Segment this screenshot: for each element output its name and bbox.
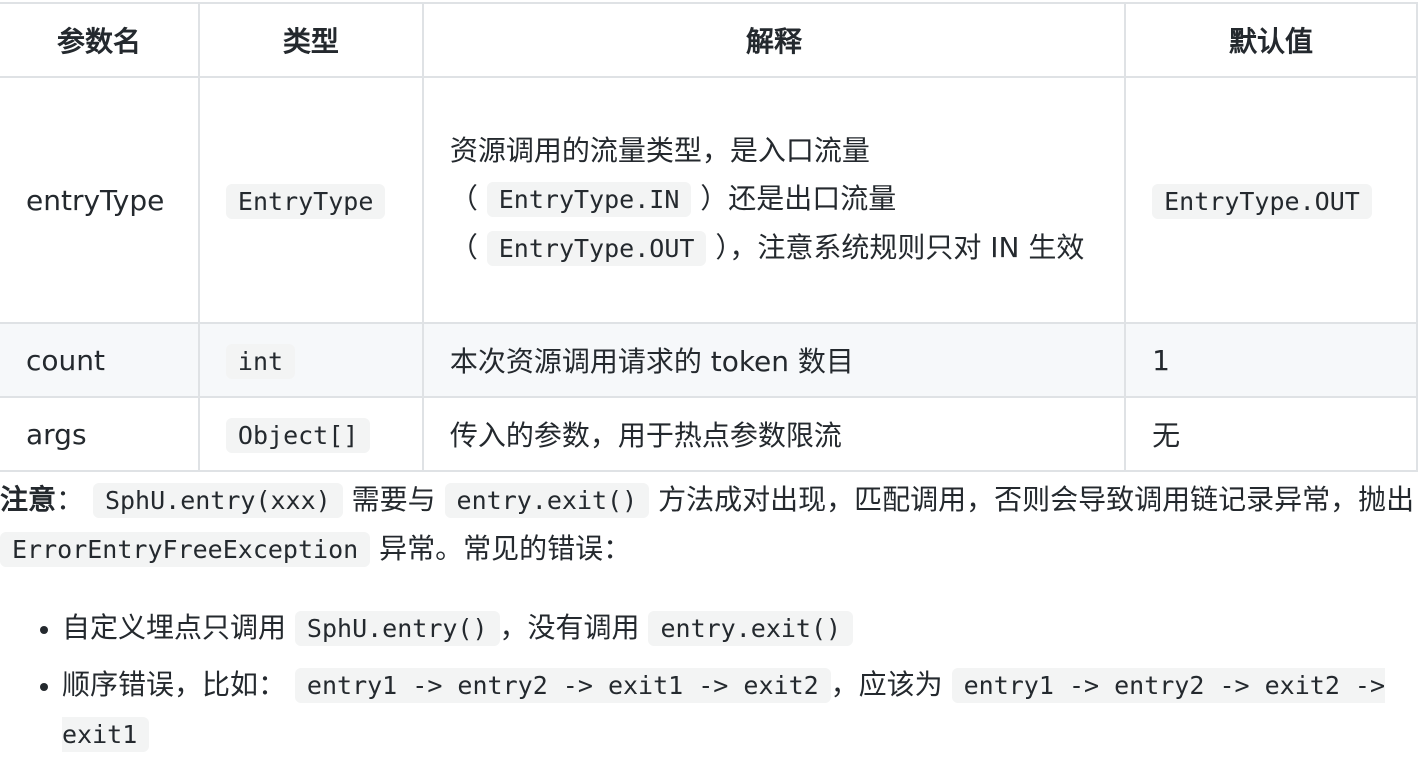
header-default: 默认值 (1124, 2, 1418, 78)
desc-text: ），注意系统规则只对 IN 生效 (715, 231, 1085, 264)
error-text: 自定义埋点只调用 (62, 611, 287, 644)
header-description: 解释 (421, 2, 1127, 78)
params-table: 参数名 类型 解释 默认值 entryType EntryType 资源调用的流… (0, 2, 1418, 472)
note-text: 方法成对出现，匹配调用，否则会导致调用链记录异常，抛出 (658, 483, 1415, 516)
note-label: 注意 (0, 483, 57, 516)
note-text: 异常。常见的错误： (379, 532, 632, 565)
cell-type: EntryType (197, 76, 424, 324)
error-text: ，没有调用 (499, 611, 640, 644)
cell-description: 本次资源调用请求的 token 数目 (421, 322, 1127, 398)
cell-description: 传入的参数，用于热点参数限流 (421, 396, 1127, 472)
note-code-exception: ErrorEntryFreeException (0, 532, 371, 567)
note-code-entry: SphU.entry(xxx) (92, 483, 343, 518)
header-param-name: 参数名 (0, 2, 200, 78)
desc-text: ）还是出口流量 (700, 182, 897, 215)
error-code: entry1 -> entry2 -> exit1 -> exit2 (294, 668, 831, 703)
desc-code: EntryType.IN (486, 182, 692, 217)
desc-paren: （ (449, 231, 478, 264)
cell-param-name: args (0, 396, 200, 472)
default-code: EntryType.OUT (1152, 183, 1372, 219)
type-code: EntryType (225, 183, 386, 219)
error-code: SphU.entry() (294, 611, 500, 646)
desc-text: 资源调用的流量类型，是入口流量 (449, 134, 870, 167)
type-code: Object[] (225, 417, 371, 453)
list-item: 顺序错误，比如： entry1 -> entry2 -> exit1 -> ex… (62, 661, 1392, 759)
note-code-exit: entry.exit() (444, 483, 650, 518)
cell-description: 资源调用的流量类型，是入口流量 （ EntryType.IN ）还是出口流量 （ E… (421, 76, 1127, 324)
note-text: 需要与 (351, 483, 436, 516)
common-errors-list: 自定义埋点只调用 SphU.entry()，没有调用 entry.exit() … (26, 604, 1392, 767)
note-paragraph: 注意： SphU.entry(xxx) 需要与 entry.exit() 方法成… (0, 476, 1420, 574)
header-type: 类型 (197, 2, 424, 78)
cell-default: 无 (1124, 396, 1418, 472)
list-item: 自定义埋点只调用 SphU.entry()，没有调用 entry.exit() (62, 604, 1392, 653)
error-text: 顺序错误，比如： (62, 668, 287, 701)
cell-param-name: entryType (0, 76, 200, 324)
desc-code: EntryType.OUT (486, 231, 707, 266)
type-code: int (225, 343, 296, 379)
cell-type: int (197, 322, 424, 398)
table-row: args Object[] 传入的参数，用于热点参数限流 无 (0, 396, 1418, 472)
table-header-row: 参数名 类型 解释 默认值 (0, 2, 1418, 78)
table-row: entryType EntryType 资源调用的流量类型，是入口流量 （ Ent… (0, 76, 1418, 324)
cell-type: Object[] (197, 396, 424, 472)
cell-default: 1 (1124, 322, 1418, 398)
cell-default: EntryType.OUT (1124, 76, 1418, 324)
note-colon: ： (56, 483, 85, 516)
desc-paren: （ (449, 182, 478, 215)
cell-param-name: count (0, 322, 200, 398)
table-row: count int 本次资源调用请求的 token 数目 1 (0, 322, 1418, 398)
error-text: ，应该为 (830, 668, 943, 701)
error-code: entry.exit() (648, 611, 854, 646)
